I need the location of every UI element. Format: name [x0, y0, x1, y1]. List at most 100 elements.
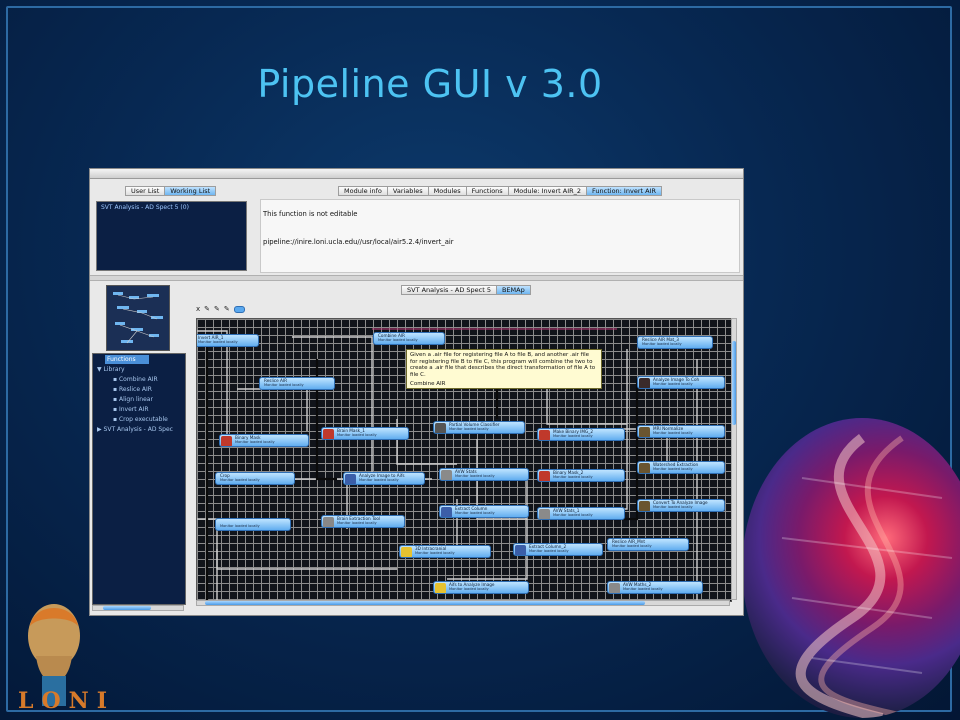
canvas-horizontal-scrollbar[interactable] [196, 600, 730, 606]
canvas-toolbar: x ✎ ✎ ✎ [196, 304, 245, 314]
canvas-vertical-scroll-thumb[interactable] [732, 341, 736, 425]
pin-tool-icon[interactable]: ✎ [214, 305, 220, 313]
tab-working-list[interactable]: Working List [164, 186, 217, 196]
tree-node-svt-analysis[interactable]: ▶ SVT Analysis - AD Spec [97, 426, 173, 433]
module-avw-stats-1[interactable]: AVW Stats_1 Monitor loaded locally [537, 507, 625, 520]
module-thumbnail-icon [639, 501, 650, 511]
module-aifs-to-analyze-image[interactable]: Aifs to Analyze Image Monitor loaded loc… [433, 581, 529, 594]
tree-node-label: Crop executable [118, 416, 168, 423]
module-analyze-image-to-aifs[interactable]: Analyze Image to Aifs Monitor loaded loc… [343, 472, 425, 485]
module-brain-extraction-tool[interactable]: Brain Extraction Tool Monitor loaded loc… [321, 515, 405, 528]
tree-node-label: Combine AIR [118, 376, 158, 383]
pin-tool-icon[interactable]: ✎ [204, 305, 211, 313]
tooltip-text: Given a .air file for registering file A… [410, 352, 596, 378]
module-avw-stats[interactable]: AVW Stats Monitor loaded locally [439, 468, 529, 481]
module-reslice-air-mnt[interactable]: Reslice AIR_Mnt Monitor loaded locally [607, 538, 689, 551]
panel-splitter[interactable] [90, 275, 743, 281]
module-extract-column[interactable]: Extract Column Monitor loaded locally [439, 505, 529, 518]
canvas-vertical-scrollbar[interactable] [731, 318, 737, 600]
module-reslice-air-mat-3[interactable]: Reslice AIR Mat_3 Monitor loaded locally [637, 336, 713, 349]
module-thumbnail-icon [323, 517, 334, 527]
module-partial-volume-classifier[interactable]: Partial Volume Classifier Monitor loaded… [433, 421, 525, 434]
slide-title: Pipeline GUI v 3.0 [257, 62, 603, 106]
module-thumbnail-icon [401, 547, 412, 557]
tab-module-invert-air[interactable]: Module: Invert AIR_2 [507, 186, 587, 196]
module-convert-to-analyze-image[interactable]: Convert To Analyze Image Monitor loaded … [637, 499, 725, 512]
module-thumbnail-icon [435, 583, 446, 593]
tab-svt-analysis[interactable]: SVT Analysis - AD Spect 5 [401, 285, 496, 295]
functions-tree-panel: Functions ▼ Library ▪ Combine AIR ▪ Resl… [92, 353, 186, 605]
module-3d-intracranial[interactable]: 3D Intracranial Monitor loaded locally [399, 545, 491, 558]
module-thumbnail-icon [441, 470, 452, 480]
minimap-graph [113, 292, 163, 344]
pin-tool-icon[interactable]: ✎ [223, 305, 230, 313]
module-thumbnail-icon [515, 545, 526, 555]
dna-helix-icon [781, 434, 953, 718]
module-thumbnail-icon [441, 507, 452, 517]
module-combine-air[interactable]: Combine AIR Monitor loaded locally [373, 332, 445, 345]
module-make-binary-img-2[interactable]: Make Binary IMG_2 Monitor loaded locally [537, 428, 625, 441]
module-avw-maths-2[interactable]: AVW Maths_2 Monitor loaded locally [607, 581, 703, 594]
tree-node-align-linear[interactable]: ▪ Align linear [113, 396, 153, 403]
module-brain-mask-1[interactable]: Brain Mask_1 Monitor loaded locally [321, 427, 409, 440]
tree-node-label: Reslice AIR [118, 386, 152, 393]
workflow-minimap[interactable] [106, 285, 170, 351]
workflow-tab-bar: SVT Analysis - AD Spect 5 BEMAp [401, 285, 531, 295]
module-watershed-extraction[interactable]: Watershed Extraction Monitor loaded loca… [637, 461, 725, 474]
module-thumbnail-icon [639, 463, 650, 473]
functions-tree-scroll-thumb[interactable] [103, 606, 151, 610]
zoom-pill-button[interactable] [233, 305, 245, 313]
tree-node-combine-air[interactable]: ▪ Combine AIR [113, 376, 158, 383]
module-thumbnail-icon [639, 427, 650, 437]
tab-variables[interactable]: Variables [386, 186, 428, 196]
tree-node-invert-air[interactable]: ▪ Invert AIR [113, 406, 149, 413]
module-extract-column-2[interactable]: Extract Column_2 Monitor loaded locally [513, 543, 603, 556]
module-unnamed[interactable]: Monitor loaded locally [215, 518, 291, 531]
module-thumbnail-icon [539, 430, 550, 440]
function-path: pipeline://inire.loni.ucla.edu//usr/loca… [263, 238, 454, 246]
canvas-horizontal-scroll-thumb[interactable] [205, 601, 645, 605]
function-info-panel: This function is not editable pipeline:/… [260, 199, 740, 273]
tab-modules[interactable]: Modules [427, 186, 466, 196]
module-reslice-air[interactable]: Reslice AIR Monitor loaded locally [259, 377, 335, 390]
info-tab-bar: Module info Variables Modules Functions … [338, 186, 662, 196]
module-analyze-image-to-coh[interactable]: Analyze Image To Coh Monitor loaded loca… [637, 376, 725, 389]
module-thumbnail-icon [345, 474, 356, 484]
module-thumbnail-icon [609, 583, 620, 593]
module-binary-mask[interactable]: Binary Mask Monitor loaded locally [219, 434, 309, 447]
module-crop[interactable]: Crop Monitor loaded locally [215, 472, 295, 485]
working-list-item[interactable]: SVT Analysis - AD Spect 5 (0) [101, 204, 189, 211]
tree-node-crop-executable[interactable]: ▪ Crop executable [113, 416, 168, 423]
module-thumbnail-icon [539, 509, 550, 519]
tab-user-list[interactable]: User List [125, 186, 165, 196]
tab-functions[interactable]: Functions [465, 186, 508, 196]
tab-bemap[interactable]: BEMAp [495, 285, 531, 295]
functions-tree-header: Functions [105, 355, 149, 364]
tree-node-label: Library [103, 366, 125, 373]
not-editable-note: This function is not editable [263, 210, 358, 218]
tree-node-label: Align linear [118, 396, 153, 403]
tree-node-label: SVT Analysis - AD Spec [103, 426, 173, 433]
module-thumbnail-icon [323, 429, 334, 439]
module-thumbnail-icon [435, 423, 446, 433]
loni-logo-text: LONI [18, 688, 116, 714]
tree-node-label: Invert AIR [118, 406, 149, 413]
module-thumbnail-icon [221, 436, 232, 446]
module-invert-air-1[interactable]: Invert AIR_1 Monitor loaded locally [197, 334, 259, 347]
module-mri-normalize[interactable]: MRI Normalize Monitor loaded locally [637, 425, 725, 438]
module-thumbnail-icon [539, 471, 550, 481]
tree-node-library[interactable]: ▼ Library [97, 366, 125, 373]
loni-head-logo [28, 604, 80, 706]
close-workflow-button[interactable]: x [196, 305, 201, 313]
working-list-box: SVT Analysis - AD Spect 5 (0) [96, 201, 247, 271]
pipeline-app-window: User List Working List SVT Analysis - AD… [89, 168, 744, 616]
module-thumbnail-icon [639, 378, 650, 388]
tab-module-info[interactable]: Module info [338, 186, 387, 196]
functions-tree-scrollbar[interactable] [92, 605, 184, 611]
module-binary-mask-2[interactable]: Binary Mask_2 Monitor loaded locally [537, 469, 625, 482]
left-tab-bar: User List Working List [125, 186, 217, 196]
module-description-tooltip: Given a .air file for registering file A… [406, 349, 602, 389]
tree-node-reslice-air[interactable]: ▪ Reslice AIR [113, 386, 152, 393]
tab-function-invert-air[interactable]: Function: Invert AIR [586, 186, 662, 196]
window-titlebar[interactable] [90, 169, 743, 179]
